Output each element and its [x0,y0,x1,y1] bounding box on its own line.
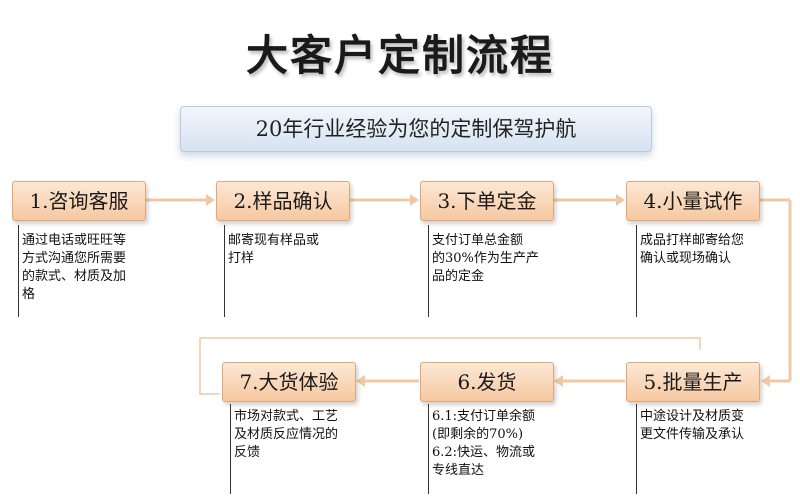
step-7-desc-line [230,404,231,494]
step-7-box: 7.大货体验 [222,362,356,402]
desc-line: 更文件传输及承认 [640,427,745,442]
desc-line: 的款式、材质及加 [22,269,127,284]
step-3-box: 3.下单定金 [420,181,554,221]
step-1-desc: 通过电话或旺旺等 方式沟通您所需要 的款式、材质及加 格 [22,232,146,304]
desc-line: 品的定金 [432,269,485,284]
step-4-desc: 成品打样邮寄给您 确认或现场确认 [640,232,764,268]
desc-line: 的30%作为生产产 [432,251,539,266]
arrowhead-2-3 [410,194,419,206]
step-5-desc-line [636,404,637,494]
desc-line: 确认或现场确认 [640,251,732,266]
desc-line: 6.2:快运、物流或 [432,445,536,460]
desc-line: 成品打样邮寄给您 [640,233,745,248]
desc-line: 市场对款式、工艺 [234,409,339,424]
desc-line: 6.1:支付订单余额 [432,409,536,424]
subtitle-banner: 20年行业经验为您的定制保驾护航 [180,106,652,152]
desc-line: (即剩余的70%) [432,427,524,442]
arrowhead-6-7 [356,375,365,387]
step-7-desc: 市场对款式、工艺 及材质反应情况的 反馈 [234,408,358,462]
arrowhead-3-4 [616,194,625,206]
step-4-box: 4.小量试作 [626,181,760,221]
page-title: 大客户定制流程 [245,31,554,80]
desc-line: 格 [22,287,36,302]
step-2-desc: 邮寄现有样品或 打样 [228,232,352,268]
arrowhead-4-5 [761,375,770,387]
step-2-box: 2.样品确认 [216,181,350,221]
desc-line: 反馈 [234,445,261,460]
row-loop-line [199,337,701,395]
arrowhead-1-2 [206,194,215,206]
step-3-desc: 支付订单总金额 的30%作为生产产 品的定金 [432,232,556,286]
desc-line: 打样 [228,251,255,266]
desc-line: 支付订单总金额 [432,233,524,248]
step-6-desc-line [428,404,429,494]
step-1-box: 1.咨询客服 [12,181,146,221]
desc-line: 中途设计及材质变 [640,409,745,424]
step-5-desc: 中途设计及材质变 更文件传输及承认 [640,408,764,444]
desc-line: 邮寄现有样品或 [228,233,320,248]
step-4-desc-line [636,225,637,317]
step-2-desc-line [224,225,225,317]
step-3-desc-line [428,225,429,317]
arrowhead-5-6 [554,375,563,387]
desc-line: 通过电话或旺旺等 [22,233,127,248]
desc-line: 及材质反应情况的 [234,427,339,442]
desc-line: 方式沟通您所需要 [22,251,127,266]
step-6-box: 6.发货 [420,362,554,402]
step-5-box: 5.批量生产 [626,362,760,402]
step-1-desc-line [18,225,19,317]
desc-line: 专线直达 [432,463,485,478]
step-6-desc: 6.1:支付订单余额 (即剩余的70%) 6.2:快运、物流或 专线直达 [432,408,556,480]
